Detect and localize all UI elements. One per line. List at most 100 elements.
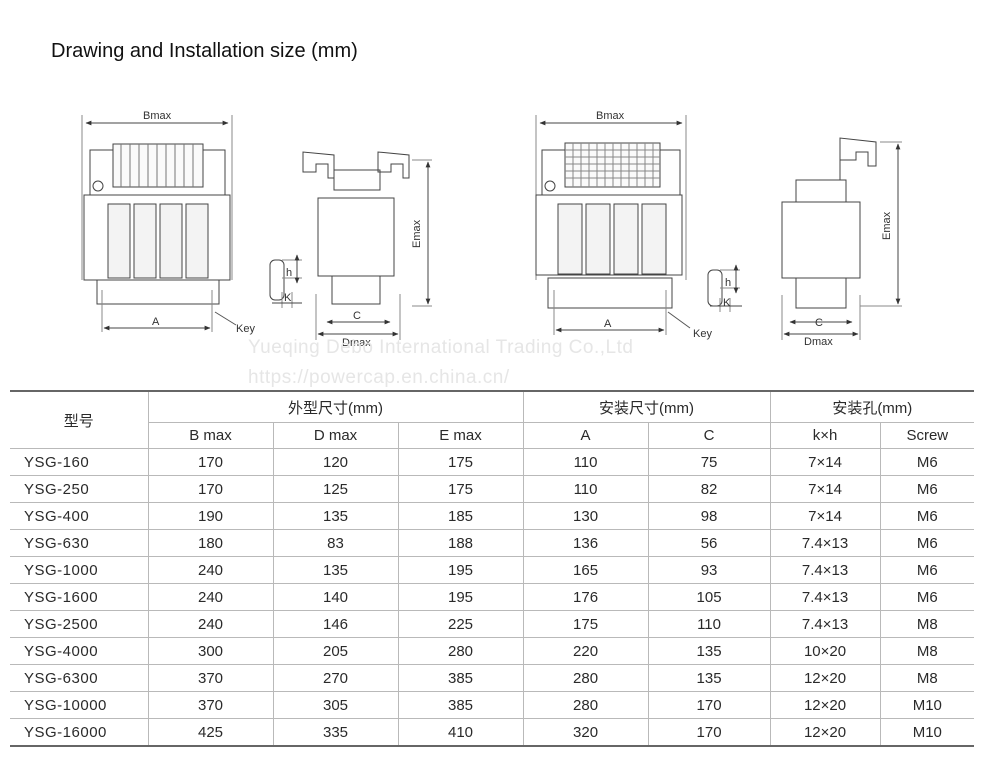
- cell-screw: M6: [880, 502, 975, 530]
- cell-b: 170: [148, 475, 274, 503]
- cell-screw: M8: [880, 637, 975, 665]
- cell-model: YSG-10000: [10, 691, 149, 719]
- cell-model: YSG-6300: [10, 664, 149, 692]
- cell-b: 240: [148, 583, 274, 611]
- cell-d: 335: [273, 718, 399, 747]
- key-label: Key: [236, 323, 255, 335]
- header-install-size: 安装尺寸(mm): [523, 390, 771, 423]
- cell-c: 75: [648, 448, 771, 476]
- cell-model: YSG-630: [10, 529, 149, 557]
- cell-d: 305: [273, 691, 399, 719]
- cell-model: YSG-1600: [10, 583, 149, 611]
- col-a: A: [523, 422, 649, 449]
- cell-b: 425: [148, 718, 274, 747]
- cell-kh: 7.4×13: [770, 556, 881, 584]
- col-screw: Screw: [880, 422, 975, 449]
- cell-e: 195: [398, 583, 524, 611]
- dimension-table: 型号 外型尺寸(mm) 安装尺寸(mm) 安装孔(mm) B max D max…: [10, 390, 975, 747]
- header-mounting-hole: 安装孔(mm): [770, 390, 975, 423]
- side-view-small: [302, 151, 432, 340]
- cell-d: 135: [273, 556, 399, 584]
- a-label-2: A: [604, 318, 612, 330]
- cell-a: 280: [523, 664, 649, 692]
- k-label-2: K: [723, 297, 731, 309]
- cell-screw: M8: [880, 664, 975, 692]
- cell-c: 170: [648, 718, 771, 747]
- key-detail-small: [269, 254, 302, 308]
- cell-d: 135: [273, 502, 399, 530]
- cell-screw: M6: [880, 583, 975, 611]
- col-kxh: k×h: [770, 422, 881, 449]
- cell-a: 110: [523, 448, 649, 476]
- cell-e: 175: [398, 448, 524, 476]
- bmax-label: Bmax: [143, 110, 172, 122]
- cell-b: 180: [148, 529, 274, 557]
- dmax-label-2: Dmax: [804, 336, 833, 348]
- cell-a: 280: [523, 691, 649, 719]
- watermark-url: https://powercap.en.china.cn/: [248, 367, 510, 388]
- cell-a: 320: [523, 718, 649, 747]
- watermark-company: Yueqing Debo International Trading Co.,L…: [248, 337, 634, 358]
- key-detail-large: [707, 264, 742, 312]
- cell-screw: M10: [880, 691, 975, 719]
- cell-a: 220: [523, 637, 649, 665]
- emax-label: Emax: [411, 219, 423, 248]
- cell-e: 188: [398, 529, 524, 557]
- col-dmax: D max: [273, 422, 399, 449]
- cell-e: 195: [398, 556, 524, 584]
- cell-d: 205: [273, 637, 399, 665]
- cell-c: 135: [648, 664, 771, 692]
- cell-model: YSG-400: [10, 502, 149, 530]
- cell-e: 185: [398, 502, 524, 530]
- cell-e: 410: [398, 718, 524, 747]
- cell-d: 83: [273, 529, 399, 557]
- header-model: 型号: [10, 390, 149, 449]
- cell-model: YSG-4000: [10, 637, 149, 665]
- cell-d: 140: [273, 583, 399, 611]
- cell-model: YSG-160: [10, 448, 149, 476]
- page-title: Drawing and Installation size (mm): [51, 40, 358, 62]
- cell-screw: M6: [880, 448, 975, 476]
- cell-a: 165: [523, 556, 649, 584]
- bmax-label-2: Bmax: [596, 110, 625, 122]
- a-label: A: [152, 316, 160, 328]
- cell-screw: M6: [880, 475, 975, 503]
- cell-c: 105: [648, 583, 771, 611]
- dimension-table-container: 型号 外型尺寸(mm) 安装尺寸(mm) 安装孔(mm) B max D max…: [10, 390, 975, 747]
- cell-d: 270: [273, 664, 399, 692]
- cell-kh: 7.4×13: [770, 583, 881, 611]
- cell-b: 370: [148, 664, 274, 692]
- cell-kh: 12×20: [770, 691, 881, 719]
- cell-b: 300: [148, 637, 274, 665]
- cell-b: 370: [148, 691, 274, 719]
- cell-model: YSG-250: [10, 475, 149, 503]
- cell-model: YSG-1000: [10, 556, 149, 584]
- k-label: K: [284, 292, 292, 304]
- cell-d: 120: [273, 448, 399, 476]
- c-label-2: C: [815, 317, 823, 329]
- cell-c: 98: [648, 502, 771, 530]
- installation-drawing: Bmax A Key h K C Dmax Emax Bmax A Key h …: [81, 110, 902, 349]
- cell-c: 170: [648, 691, 771, 719]
- cell-screw: M8: [880, 610, 975, 638]
- col-c: C: [648, 422, 771, 449]
- cell-model: YSG-2500: [10, 610, 149, 638]
- h-label-2: h: [725, 277, 731, 289]
- cell-a: 110: [523, 475, 649, 503]
- cell-e: 175: [398, 475, 524, 503]
- key-label-2: Key: [693, 328, 712, 340]
- side-view-large: [781, 137, 902, 340]
- cell-kh: 7×14: [770, 502, 881, 530]
- cell-c: 93: [648, 556, 771, 584]
- emax-label-2: Emax: [881, 211, 893, 240]
- cell-kh: 7×14: [770, 448, 881, 476]
